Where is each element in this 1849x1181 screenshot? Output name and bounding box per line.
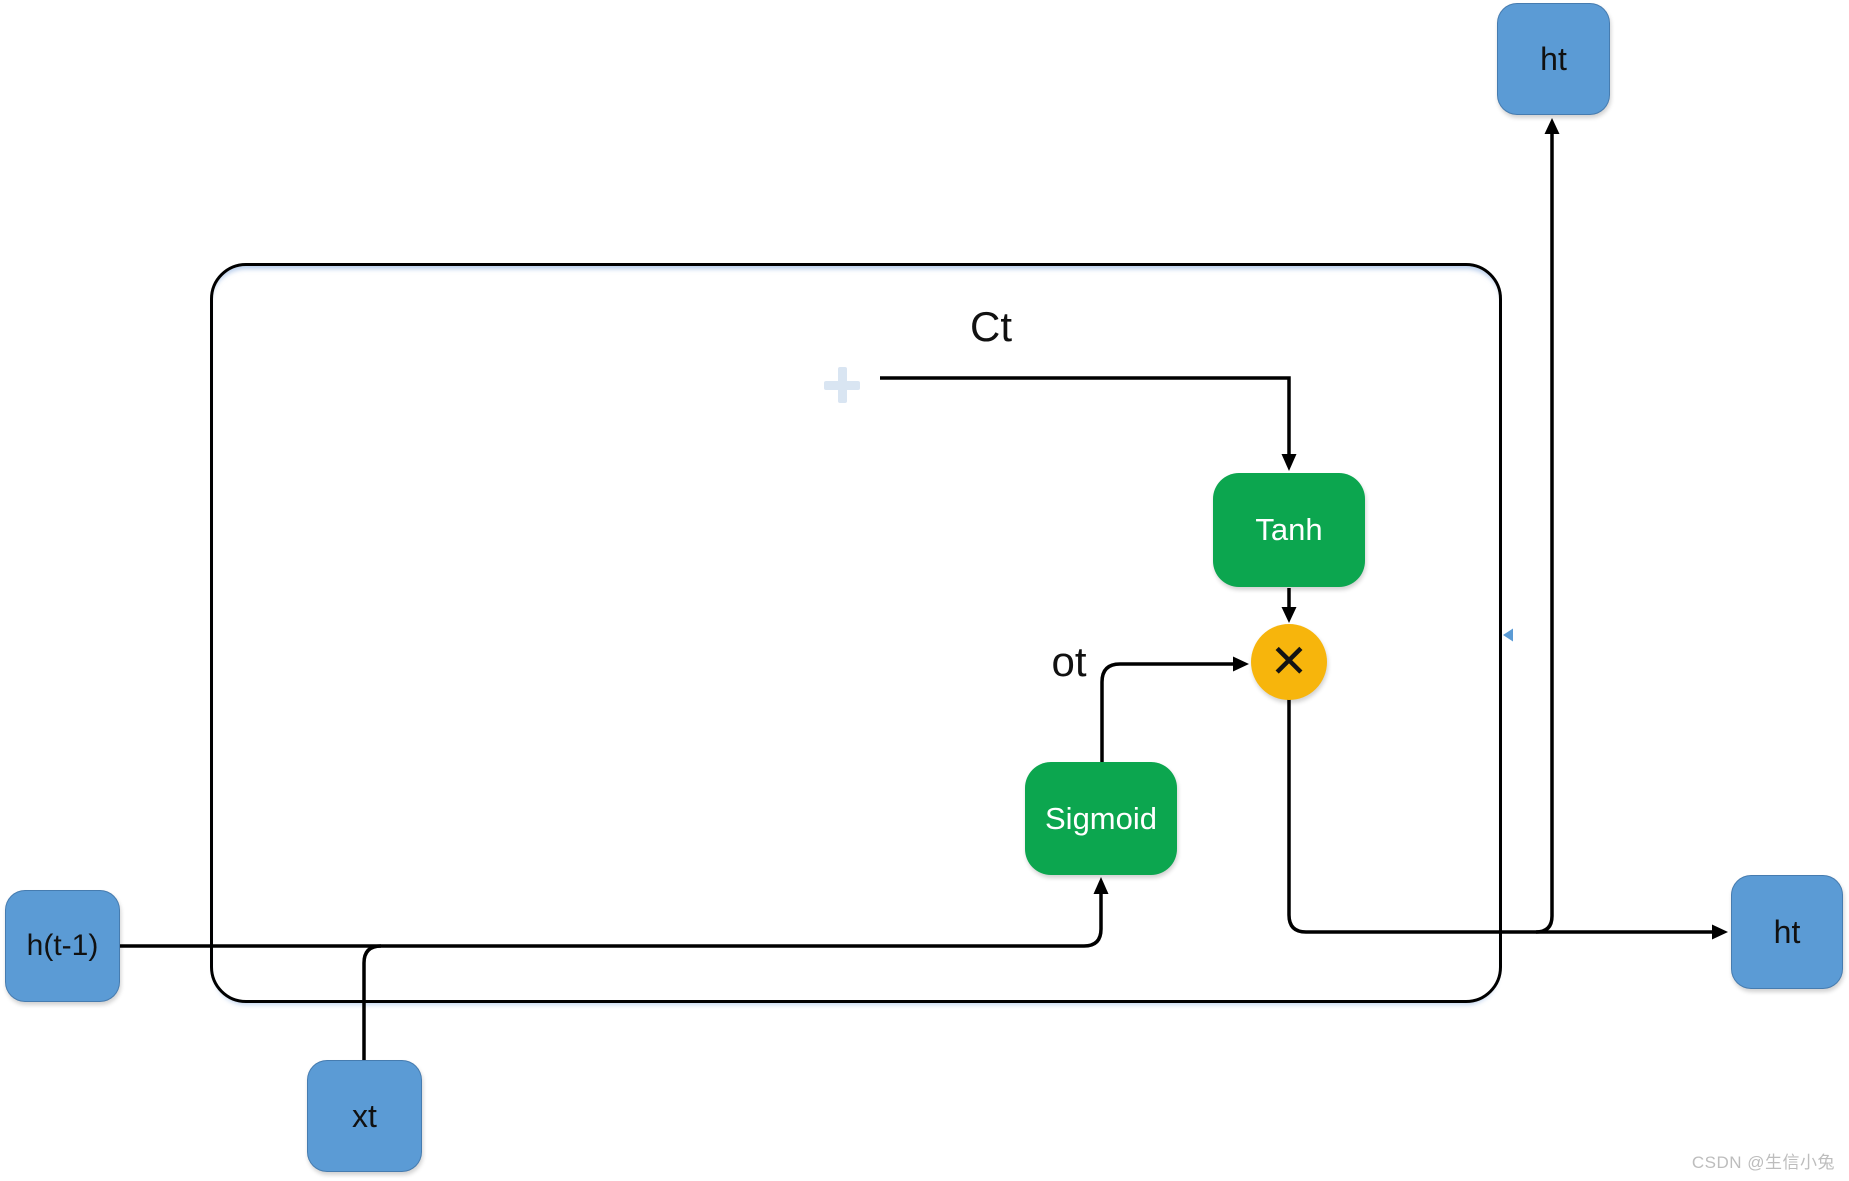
edge-sigmoid-to-multiply (1100, 662, 1233, 762)
crosshair-plus-icon (824, 367, 860, 403)
edge-label-ot: ot (1051, 638, 1087, 685)
node-sigmoid[interactable]: Sigmoid (1025, 762, 1177, 875)
arrowhead-inputs-to-sigmoid-icon (1093, 877, 1109, 894)
connection-arrow-marker-icon (1503, 628, 1513, 642)
node-xt-label: xt (352, 1097, 377, 1134)
arrowhead-ct-to-tanh-icon (1281, 454, 1297, 471)
node-h-prev-label: h(t-1) (26, 929, 99, 962)
edge-multiply-to-ht-right (1287, 699, 1712, 934)
edge-label-ct: Ct (970, 303, 1012, 350)
multiply-icon: ✕ (1269, 634, 1309, 688)
arrowhead-tanh-to-multiply-icon (1281, 607, 1297, 623)
edge-branch-to-ht-top (1535, 134, 1554, 934)
edge-xt-branch (362, 944, 382, 1061)
node-tanh-label: Tanh (1255, 512, 1323, 547)
node-ht-top-label: ht (1540, 40, 1567, 77)
node-tanh[interactable]: Tanh (1213, 473, 1365, 587)
arrowhead-to-ht-right-icon (1712, 924, 1728, 940)
node-multiply[interactable]: ✕ (1251, 624, 1327, 700)
node-ht-top[interactable]: ht (1497, 3, 1610, 115)
node-sigmoid-label: Sigmoid (1045, 800, 1157, 836)
node-xt[interactable]: xt (307, 1060, 422, 1172)
arrowhead-to-ht-top-icon (1544, 118, 1560, 134)
node-ht-right-label: ht (1773, 913, 1801, 950)
edge-inputs-to-sigmoid (120, 894, 1103, 948)
lstm-cell-boundary[interactable] (210, 263, 1502, 1003)
watermark-text: CSDN @生信小兔 (1691, 1153, 1835, 1172)
node-h-prev[interactable]: h(t-1) (5, 890, 120, 1002)
node-ht-right[interactable]: ht (1731, 875, 1843, 989)
edge-ct-to-tanh (880, 376, 1291, 454)
arrowhead-ot-to-multiply-icon (1233, 656, 1249, 672)
